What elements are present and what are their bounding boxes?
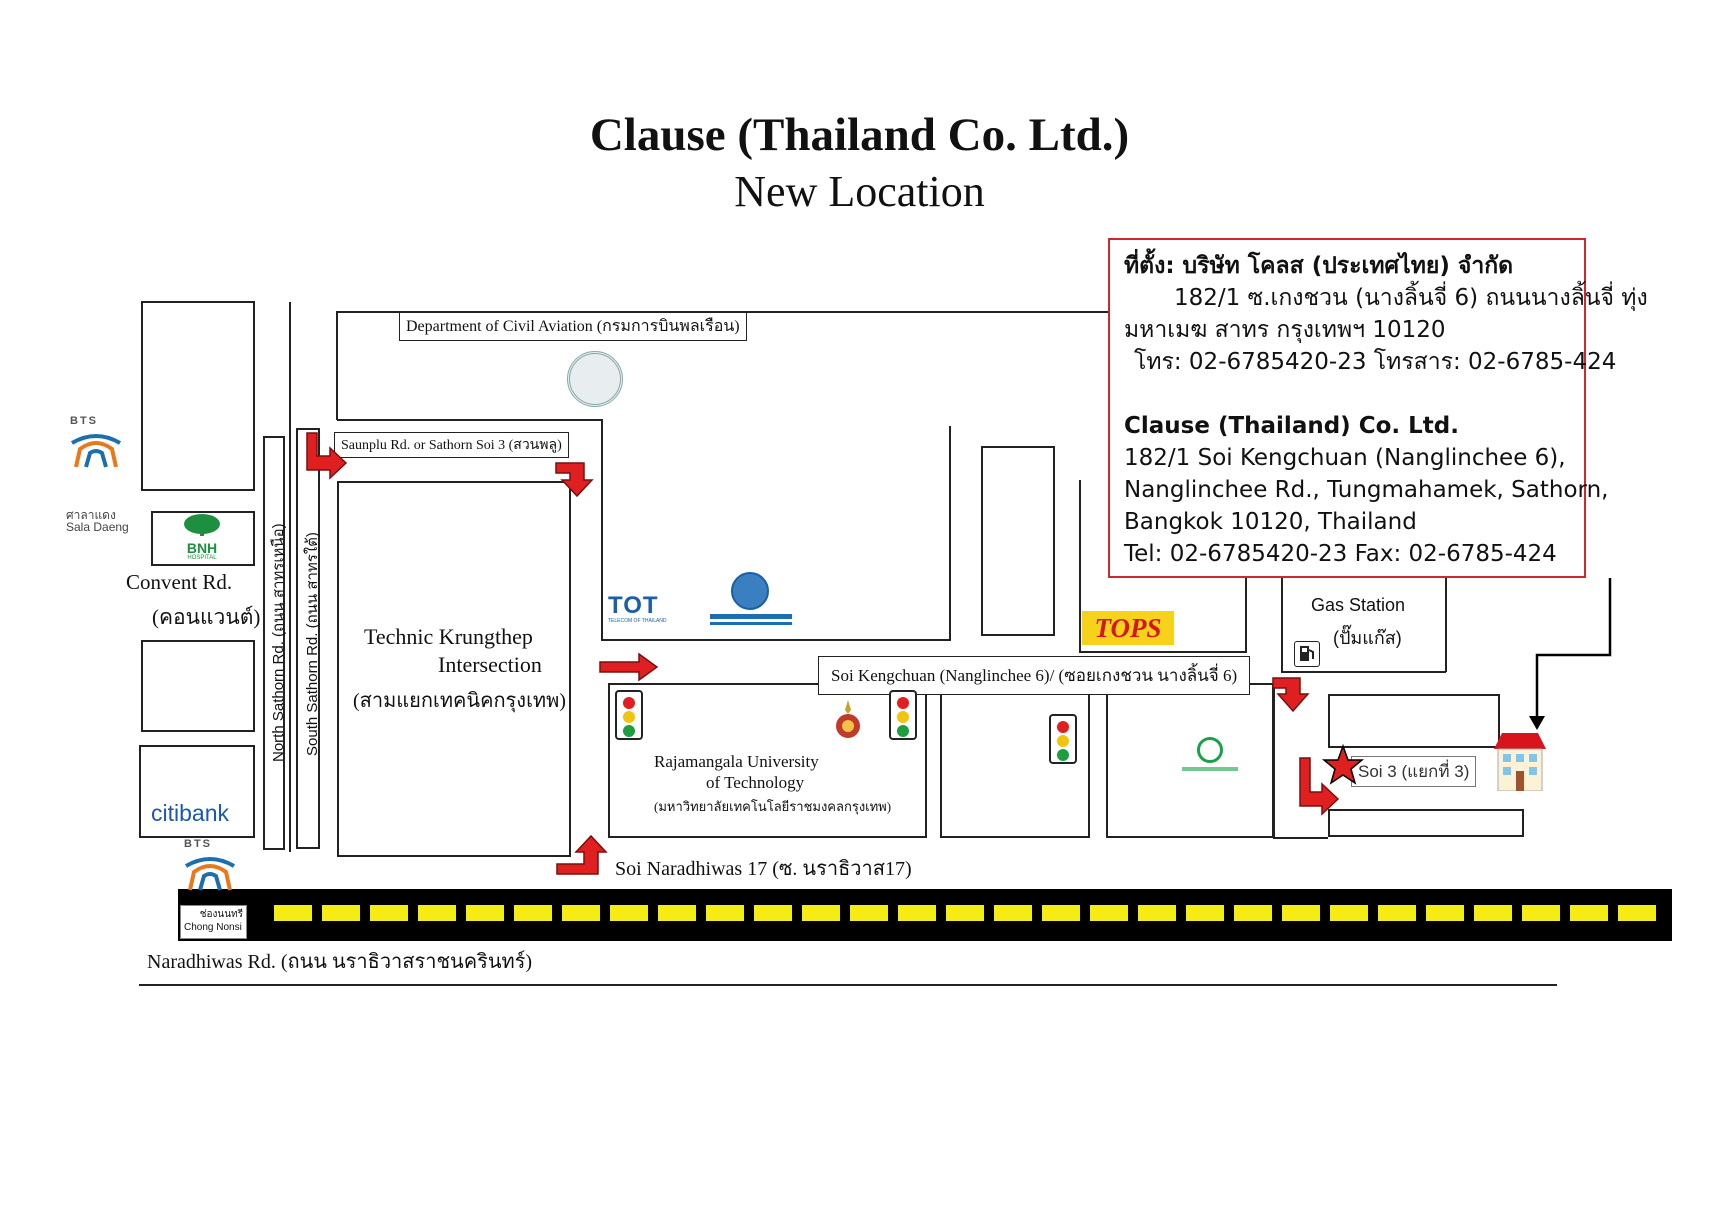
- tot-logo: TOT TELECOM OF THAILAND: [608, 592, 690, 625]
- saunplu-label: Saunplu Rd. or Sathorn Soi 3 (สวนพลู): [334, 432, 569, 458]
- electricity-authority-logo-icon: [710, 572, 792, 632]
- block-left-middle: [141, 640, 255, 732]
- sala-daeng-thai: ศาลาแดง: [66, 508, 116, 522]
- chong-nonsi-en: Chong Nonsi: [184, 922, 242, 933]
- bnh-sub-text: HOSPITAL: [187, 555, 217, 561]
- info-en-address-3: Bangkok 10120, Thailand: [1124, 509, 1417, 535]
- technic-label-1: Technic Krungthep: [364, 624, 533, 649]
- kengchuan-label: Soi Kengchuan (Nanglinchee 6)/ (ซอยเกงชว…: [818, 656, 1251, 695]
- traffic-light-icon: [1049, 714, 1077, 764]
- arrow-down-icon: [1529, 716, 1545, 730]
- rmut-thai-label: (มหาวิทยาลัยเทคโนโลยีราชมงคลกรุงเทพ): [654, 799, 892, 814]
- arrow-right-icon: [1299, 757, 1340, 816]
- arrow-down-icon: [555, 462, 594, 498]
- chong-nonsi-station: ช่องนนทรี Chong Nonsi: [180, 905, 247, 939]
- bts-text-2: BTS: [184, 838, 212, 850]
- page-title: Clause (Thailand Co. Ltd.): [589, 109, 1130, 161]
- bts-logo-icon: BTS: [70, 415, 122, 470]
- star-marker-icon: [1321, 743, 1365, 785]
- arrow-down-icon: [1272, 677, 1310, 713]
- bts-text: BTS: [70, 415, 98, 427]
- destination-building-icon: [1492, 729, 1548, 792]
- arrow-right-icon: [306, 432, 348, 480]
- naradhiwas17-label: Soi Naradhiwas 17 (ซ. นราธิวาส17): [615, 858, 912, 880]
- sala-daeng-en: Sala Daeng: [66, 520, 129, 534]
- traffic-light-icon: [615, 690, 643, 740]
- arrow-right-icon: [599, 652, 659, 682]
- technic-thai-label: (สามแยกเทคนิคกรุงเทพ): [353, 690, 566, 712]
- rmut-label-1: Rajamangala University: [654, 752, 819, 771]
- info-thai-phone: โทร: 02-6785420-23 โทรสาร: 02-6785-424: [1134, 349, 1617, 375]
- block-soi3-top: [1328, 694, 1500, 748]
- page-subtitle: New Location: [734, 167, 985, 216]
- address-info-box: ที่ตั้ง: บริษัท โคลส (ประเทศไทย) จำกัด 1…: [1108, 238, 1648, 578]
- block-top-left: [141, 301, 255, 491]
- gas-station-thai-label: (ปั๊มแก๊ส): [1333, 628, 1402, 648]
- tot-text: TOT: [608, 592, 659, 619]
- info-en-address-1: 182/1 Soi Kengchuan (Nanglinchee 6),: [1124, 445, 1566, 471]
- civil-aviation-label: Department of Civil Aviation (กรมการบินพ…: [399, 312, 747, 341]
- convent-thai-label: (คอนแวนต์): [152, 605, 261, 629]
- south-sathorn-strip: [296, 428, 320, 849]
- convent-label: Convent Rd.: [126, 570, 233, 594]
- fuel-pump-icon: [1294, 641, 1320, 667]
- bnh-text: BNH: [186, 540, 218, 556]
- rmut-emblem-icon: [835, 700, 861, 742]
- tops-text: TOPS: [1094, 613, 1162, 643]
- road-line: [289, 302, 291, 852]
- civil-aviation-seal-icon: [567, 351, 623, 407]
- north-sathorn-strip: [263, 436, 285, 850]
- chong-nonsi-thai: ช่องนนทรี: [199, 909, 243, 920]
- info-thai-address-2: มหาเมฆ สาทร กรุงเทพฯ 10120: [1124, 317, 1446, 343]
- info-thai-address-1: 182/1 ซ.เกงชวน (นางลิ้นจี่ 6) ถนนนางลิ้น…: [1174, 285, 1648, 311]
- bank-logo-icon: [1182, 737, 1238, 777]
- citibank-logo: citibank: [151, 800, 229, 826]
- naradhiwas-road: [178, 889, 1672, 941]
- bts-logo-chong-nonsi-icon: BTS: [184, 838, 236, 893]
- technic-label-2: Intersection: [438, 652, 542, 677]
- naradhiwas-road-label: Naradhiwas Rd. (ถนน นราธิวาสราชนครินทร์): [147, 951, 533, 973]
- rmut-label-2: of Technology: [706, 773, 805, 792]
- block-citibank: [139, 745, 255, 838]
- info-en-company: Clause (Thailand) Co. Ltd.: [1124, 413, 1459, 439]
- tot-sub-text: TELECOM OF THAILAND: [608, 618, 667, 624]
- block-soi3-bottom: [1328, 809, 1524, 837]
- bottom-rule: [139, 984, 1557, 986]
- pointer-line: [1535, 578, 1612, 718]
- arrow-up-icon: [556, 834, 608, 875]
- info-en-address-2: Nanglinchee Rd., Tungmahamek, Sathorn,: [1124, 477, 1609, 503]
- block-technic: [337, 481, 571, 857]
- gas-station-label: Gas Station: [1311, 595, 1406, 615]
- info-thai-company: ที่ตั้ง: บริษัท โคลส (ประเทศไทย) จำกัด: [1124, 253, 1514, 279]
- traffic-light-icon: [889, 690, 917, 740]
- tops-logo: TOPS: [1082, 611, 1174, 645]
- block-rmut: [608, 683, 927, 838]
- block-narrow-right: [981, 446, 1055, 636]
- info-en-phone: Tel: 02-6785420-23 Fax: 02-6785-424: [1124, 541, 1557, 567]
- bnh-hospital-logo-icon: BNH HOSPITAL: [178, 514, 226, 564]
